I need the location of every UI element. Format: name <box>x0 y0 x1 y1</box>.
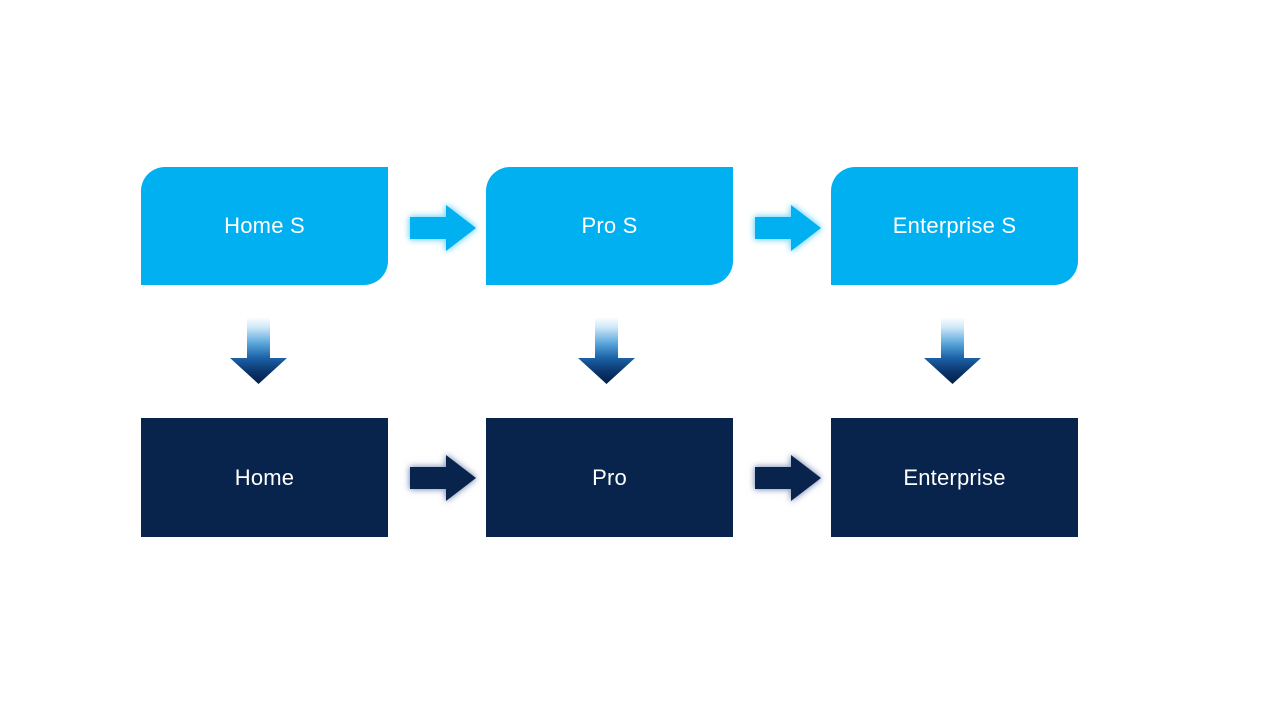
node-pro: Pro <box>486 418 733 537</box>
node-enterprise: Enterprise <box>831 418 1078 537</box>
right-arrow-icon-pro-to-enterprise <box>755 455 821 501</box>
node-home-s: Home S <box>141 167 388 285</box>
down-arrow-icon-homes-to-home <box>230 318 287 384</box>
right-arrow-icon-homes-to-pros <box>410 205 476 251</box>
node-home-label: Home <box>234 464 295 490</box>
node-enterprise-s: Enterprise S <box>831 167 1078 285</box>
node-pro-s-label: Pro S <box>581 213 638 238</box>
node-pro-label: Pro <box>592 464 627 490</box>
right-arrow-icon-pros-to-enterprises <box>755 205 821 251</box>
node-pro-s: Pro S <box>486 167 733 285</box>
node-home-s-label: Home S <box>224 213 305 238</box>
node-enterprise-s-label: Enterprise S <box>892 213 1017 238</box>
down-arrow-icon-enterprises-to-enterprise <box>924 318 981 384</box>
right-arrow-icon-home-to-pro <box>410 455 476 501</box>
node-home: Home <box>141 418 388 537</box>
node-enterprise-label: Enterprise <box>903 464 1006 490</box>
down-arrow-icon-pros-to-pro <box>578 318 635 384</box>
